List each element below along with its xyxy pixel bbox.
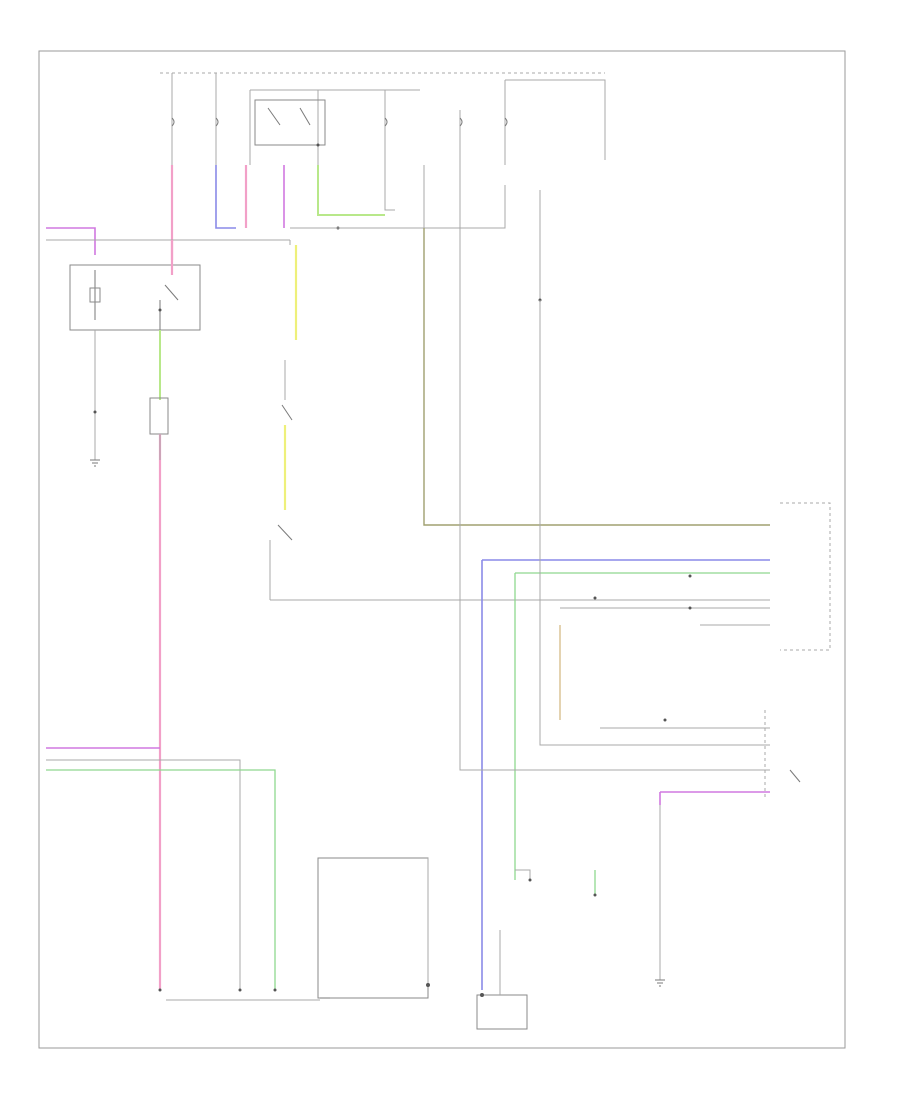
power-distribution-box bbox=[160, 72, 606, 165]
left-switch-block bbox=[46, 227, 290, 331]
diagram-frame bbox=[38, 50, 846, 1049]
relay-box bbox=[254, 99, 326, 146]
module-box-left bbox=[317, 857, 429, 999]
ground-icon bbox=[90, 459, 100, 467]
fuse-icon bbox=[171, 117, 508, 127]
right-connector bbox=[423, 228, 831, 990]
sensor-box bbox=[149, 397, 169, 435]
module-box-right bbox=[476, 994, 528, 1030]
